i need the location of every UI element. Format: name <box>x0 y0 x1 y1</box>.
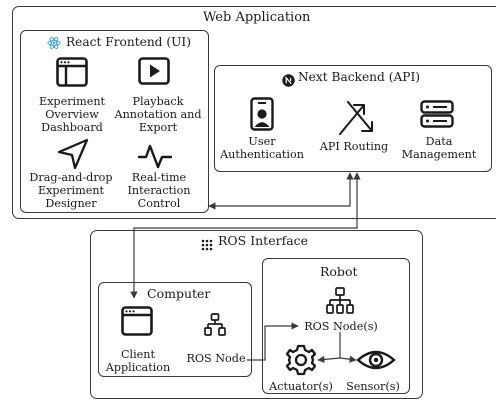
ros-node-tree-icon <box>204 313 226 341</box>
frontend-feature-realtime-label: Real-time Interaction Control <box>127 171 191 210</box>
frontend-feature-dashboard-label: Experiment Overview Dashboard <box>38 95 106 134</box>
pulse-icon <box>137 143 173 173</box>
ros-nodes-label: ROS Node(s) <box>304 320 378 333</box>
play-icon <box>138 57 170 89</box>
react-frontend-title: React Frontend (UI) <box>66 35 191 49</box>
frontend-feature-designer-label: Drag-and-drop Experiment Designer <box>29 171 113 210</box>
client-application-label: Client Application <box>105 348 171 374</box>
ros-nodes-tree-icon <box>326 287 354 319</box>
cursor-arrow-icon <box>57 138 89 174</box>
web-application-title: Web Application <box>203 10 311 25</box>
gear-icon <box>284 343 318 381</box>
frontend-feature-playback-label: Playback Annotation and Export <box>114 95 202 134</box>
next-logo-icon <box>282 72 295 91</box>
badge-icon <box>250 97 274 135</box>
actuator-label: Actuator(s) <box>269 380 333 393</box>
server-icon <box>420 100 454 132</box>
routing-arrows-icon <box>336 100 376 140</box>
react-logo-icon <box>47 35 61 54</box>
backend-feature-routing-label: API Routing <box>319 140 389 153</box>
sensor-label: Sensor(s) <box>346 380 400 393</box>
next-backend-title: Next Backend (API) <box>298 70 421 84</box>
ros-node-label: ROS Node <box>186 352 246 365</box>
robot-title: Robot <box>320 264 358 279</box>
backend-feature-auth-label: User Authentication <box>220 135 304 161</box>
dots-grid-icon <box>201 236 213 255</box>
client-application-window-icon <box>121 306 153 340</box>
eye-icon <box>356 348 396 376</box>
backend-feature-data-label: Data Management <box>401 135 477 161</box>
computer-title: Computer <box>147 286 211 301</box>
window-icon <box>56 57 88 91</box>
ros-interface-title: ROS Interface <box>218 233 309 248</box>
